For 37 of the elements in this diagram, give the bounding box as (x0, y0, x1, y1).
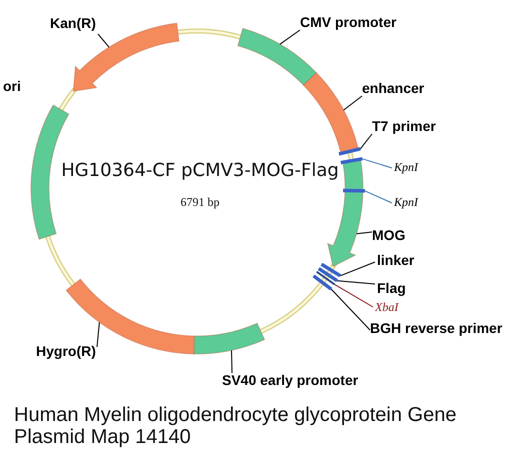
feature-segment (237, 28, 317, 86)
site-marker (316, 270, 336, 286)
feature-label: Kan(R) (50, 15, 96, 32)
feature-label: CMV promoter (300, 14, 396, 30)
feature-label: SV40 early promoter (222, 372, 358, 388)
leader-line (356, 232, 372, 234)
feature-label: enhancer (362, 80, 424, 96)
feature-label: T7 primer (372, 118, 436, 134)
site-marker (340, 157, 363, 164)
enzyme-site-label: KpnI (394, 196, 418, 210)
leader-line (98, 34, 110, 48)
feature-label: ori (3, 78, 21, 94)
feature-label: Flag (377, 280, 406, 296)
feature-label: Hygro(R) (36, 343, 96, 360)
site-marker (318, 267, 338, 282)
site-marker (320, 262, 342, 278)
feature-label: linker (377, 252, 414, 268)
leader-line (334, 284, 374, 308)
leader-line (360, 134, 372, 150)
leader-line (330, 288, 370, 330)
enzyme-site-label: KpnI (394, 161, 418, 175)
leader-line (96, 322, 100, 348)
site-marker (312, 274, 332, 290)
feature-label: BGH reverse primer (370, 320, 502, 336)
leader-line (362, 158, 392, 168)
feature-label: MOG (372, 227, 406, 244)
site-marker (338, 147, 361, 156)
enzyme-site-label: XbaI (375, 301, 398, 315)
feature-segment (194, 322, 265, 354)
leader-line (343, 96, 362, 111)
leader-line (280, 30, 300, 45)
site-marker (342, 188, 366, 193)
leader-line (340, 262, 376, 276)
leader-line (231, 350, 232, 374)
feature-segment (303, 72, 358, 153)
caption: Human Myelin oligodendrocyte glycoprotein Gene Plasmid Map 14140 (14, 404, 458, 448)
leader-line (336, 280, 376, 284)
